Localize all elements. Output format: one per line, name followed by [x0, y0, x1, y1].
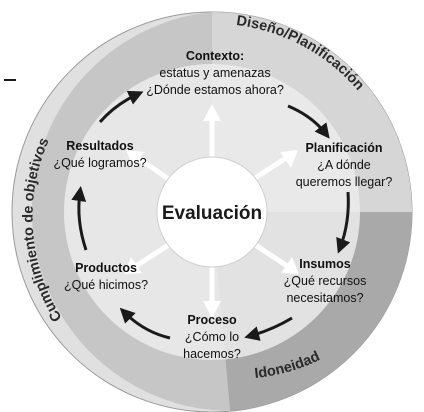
node-title: Resultados [66, 139, 133, 153]
outward-arrow-icon [203, 301, 221, 318]
node-process: Proceso ¿Cómo lo hacemos? [183, 313, 241, 361]
node-inputs: Insumos ¿Qué recursos necesitamos? [284, 257, 367, 305]
node-outputs: Productos ¿Qué hicimos? [64, 261, 148, 292]
curved-arrow-icon [119, 307, 171, 340]
node-line: estatus y amenazas [159, 66, 270, 80]
outward-arrow-icon [124, 257, 142, 274]
node-title: Insumos [299, 257, 350, 271]
outward-arrow-icon [126, 150, 144, 167]
curved-arrow-icon [244, 316, 293, 341]
spoke-planning [250, 155, 288, 183]
node-title: Planificación [305, 141, 382, 155]
node-line: ¿A dónde [317, 158, 371, 172]
node-line: hacemos? [183, 347, 241, 361]
node-line: ¿Qué logramos? [53, 156, 146, 170]
curved-arrow-icon [98, 90, 144, 123]
outward-arrow-icon [280, 150, 298, 168]
spoke-outputs [134, 241, 172, 269]
curved-arrow-icon [287, 104, 330, 139]
center-circle [156, 156, 268, 268]
center-label: Evaluación [162, 203, 262, 224]
outward-arrow-icon [281, 257, 299, 274]
node-line: queremos llegar? [296, 175, 393, 189]
node-line: ¿Qué hicimos? [64, 278, 148, 292]
node-line: ¿Qué recursos [284, 274, 367, 288]
node-line: ¿Dónde estamos ahora? [146, 83, 284, 97]
node-line: ¿Cómo lo [185, 330, 239, 344]
node-line: necesitamos? [286, 291, 363, 305]
spoke-arrows [134, 118, 289, 305]
spoke-inputs [252, 241, 289, 269]
spoke-outcomes [136, 155, 172, 183]
outward-arrow-icon [203, 104, 221, 121]
node-title: Productos [75, 261, 137, 275]
node-outcomes: Resultados ¿Qué logramos? [53, 139, 146, 170]
cycle-arrows [71, 90, 351, 341]
node-planning: Planificación ¿A dónde queremos llegar? [296, 141, 393, 189]
curved-arrow-icon [71, 186, 88, 251]
node-context: Contexto: estatus y amenazas ¿Dónde esta… [146, 49, 284, 97]
node-title: Contexto: [186, 49, 244, 63]
curved-arrow-icon [336, 191, 351, 254]
spoke-arrowheads [124, 104, 299, 318]
node-title: Proceso [187, 313, 237, 327]
